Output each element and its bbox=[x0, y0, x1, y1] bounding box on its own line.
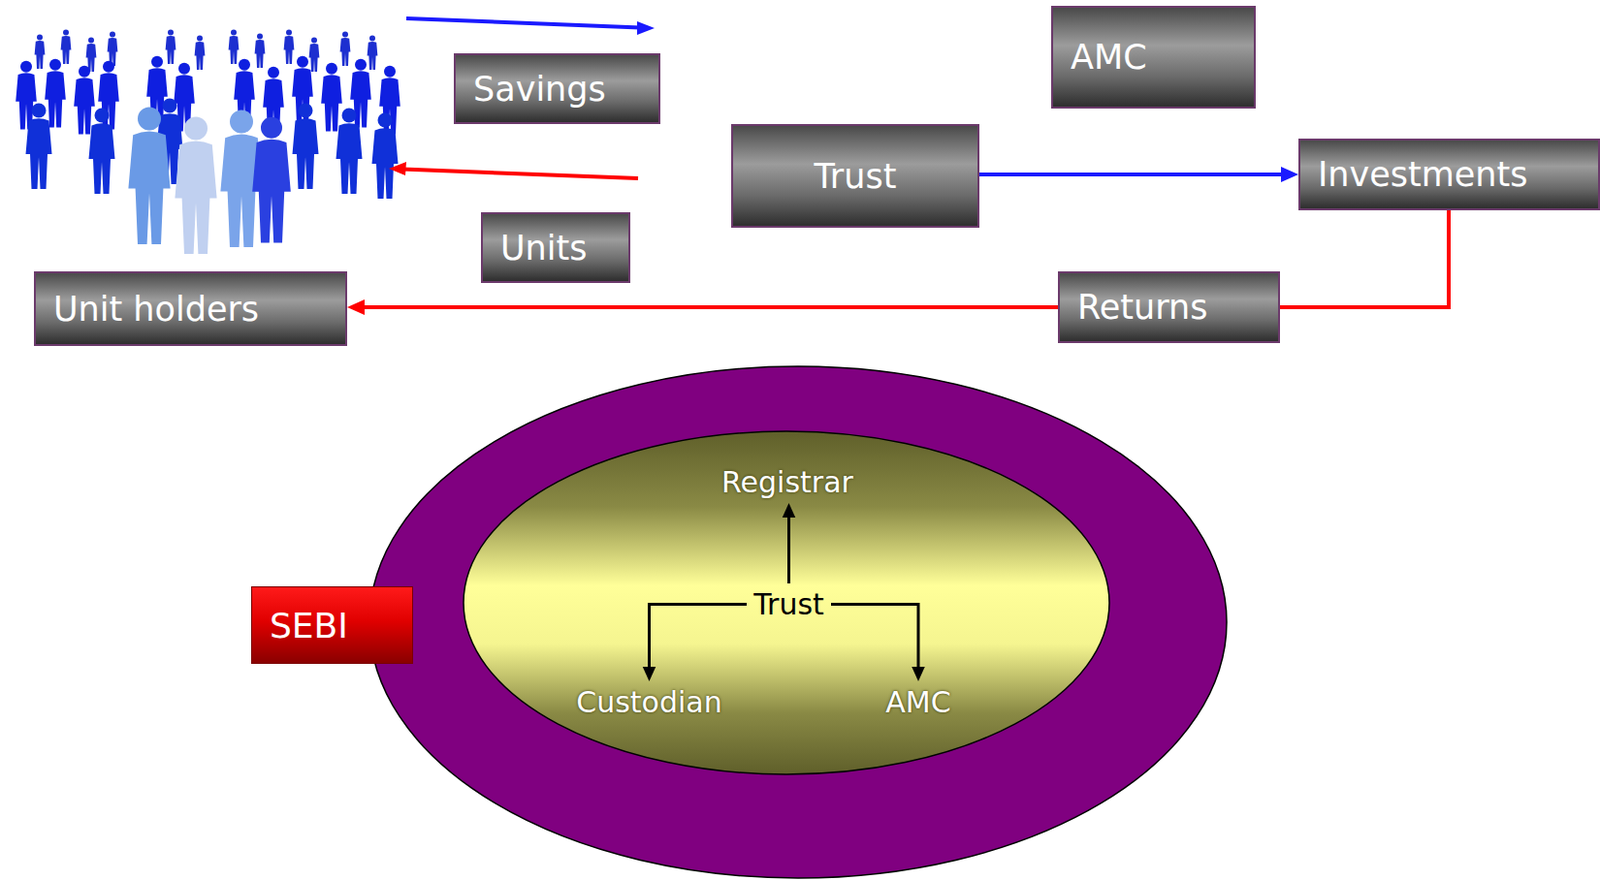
node-label: Units bbox=[500, 228, 587, 268]
node-label: Trust bbox=[753, 587, 825, 622]
connector-arrow bbox=[642, 605, 747, 683]
node-label: Savings bbox=[473, 69, 607, 109]
entity-label: Custodian bbox=[569, 681, 730, 724]
process-box: Unit holders bbox=[33, 271, 348, 347]
connector-line bbox=[831, 605, 919, 669]
connector-line bbox=[1280, 210, 1449, 308]
flow-arrow bbox=[388, 161, 639, 179]
node-label: Investments bbox=[1317, 155, 1528, 194]
connector-line bbox=[787, 517, 791, 584]
inner-ellipse bbox=[463, 431, 1110, 775]
regulator-box: SEBI bbox=[251, 586, 414, 665]
process-box: Trust bbox=[731, 124, 980, 228]
node-label: Trust bbox=[814, 157, 897, 196]
connector-arrow bbox=[1280, 210, 1449, 308]
arrow-head bbox=[347, 299, 365, 316]
arrow-head bbox=[1280, 166, 1299, 183]
process-box: Investments bbox=[1298, 138, 1600, 211]
node-label: SEBI bbox=[269, 606, 349, 646]
process-box: Units bbox=[480, 212, 631, 284]
connector-arrow bbox=[831, 605, 926, 683]
flow-arrow bbox=[406, 18, 655, 35]
entity-label: Trust bbox=[746, 583, 832, 626]
connector-arrow bbox=[347, 299, 1058, 316]
node-label: AMC bbox=[885, 685, 951, 720]
process-box: Savings bbox=[453, 53, 661, 125]
connector-line bbox=[649, 605, 748, 669]
outer-ellipse bbox=[369, 366, 1227, 879]
connector-line bbox=[364, 305, 1058, 310]
node-label: Unit holders bbox=[53, 289, 259, 329]
node-label: Registrar bbox=[721, 465, 854, 500]
node-label: Custodian bbox=[576, 685, 722, 720]
connector-arrow bbox=[979, 166, 1299, 183]
connector-line bbox=[979, 172, 1281, 177]
connector-arrow bbox=[782, 503, 797, 584]
entity-label: AMC bbox=[878, 681, 959, 724]
node-label: Returns bbox=[1077, 288, 1208, 327]
entity-label: Registrar bbox=[714, 461, 861, 504]
arrow-head bbox=[782, 503, 797, 518]
arrow-head bbox=[911, 667, 926, 682]
node-label: AMC bbox=[1070, 37, 1148, 77]
process-box: AMC bbox=[1051, 5, 1256, 109]
crowd-illustration bbox=[15, 30, 401, 255]
arrow-head bbox=[642, 667, 657, 682]
process-box: Returns bbox=[1057, 271, 1280, 344]
